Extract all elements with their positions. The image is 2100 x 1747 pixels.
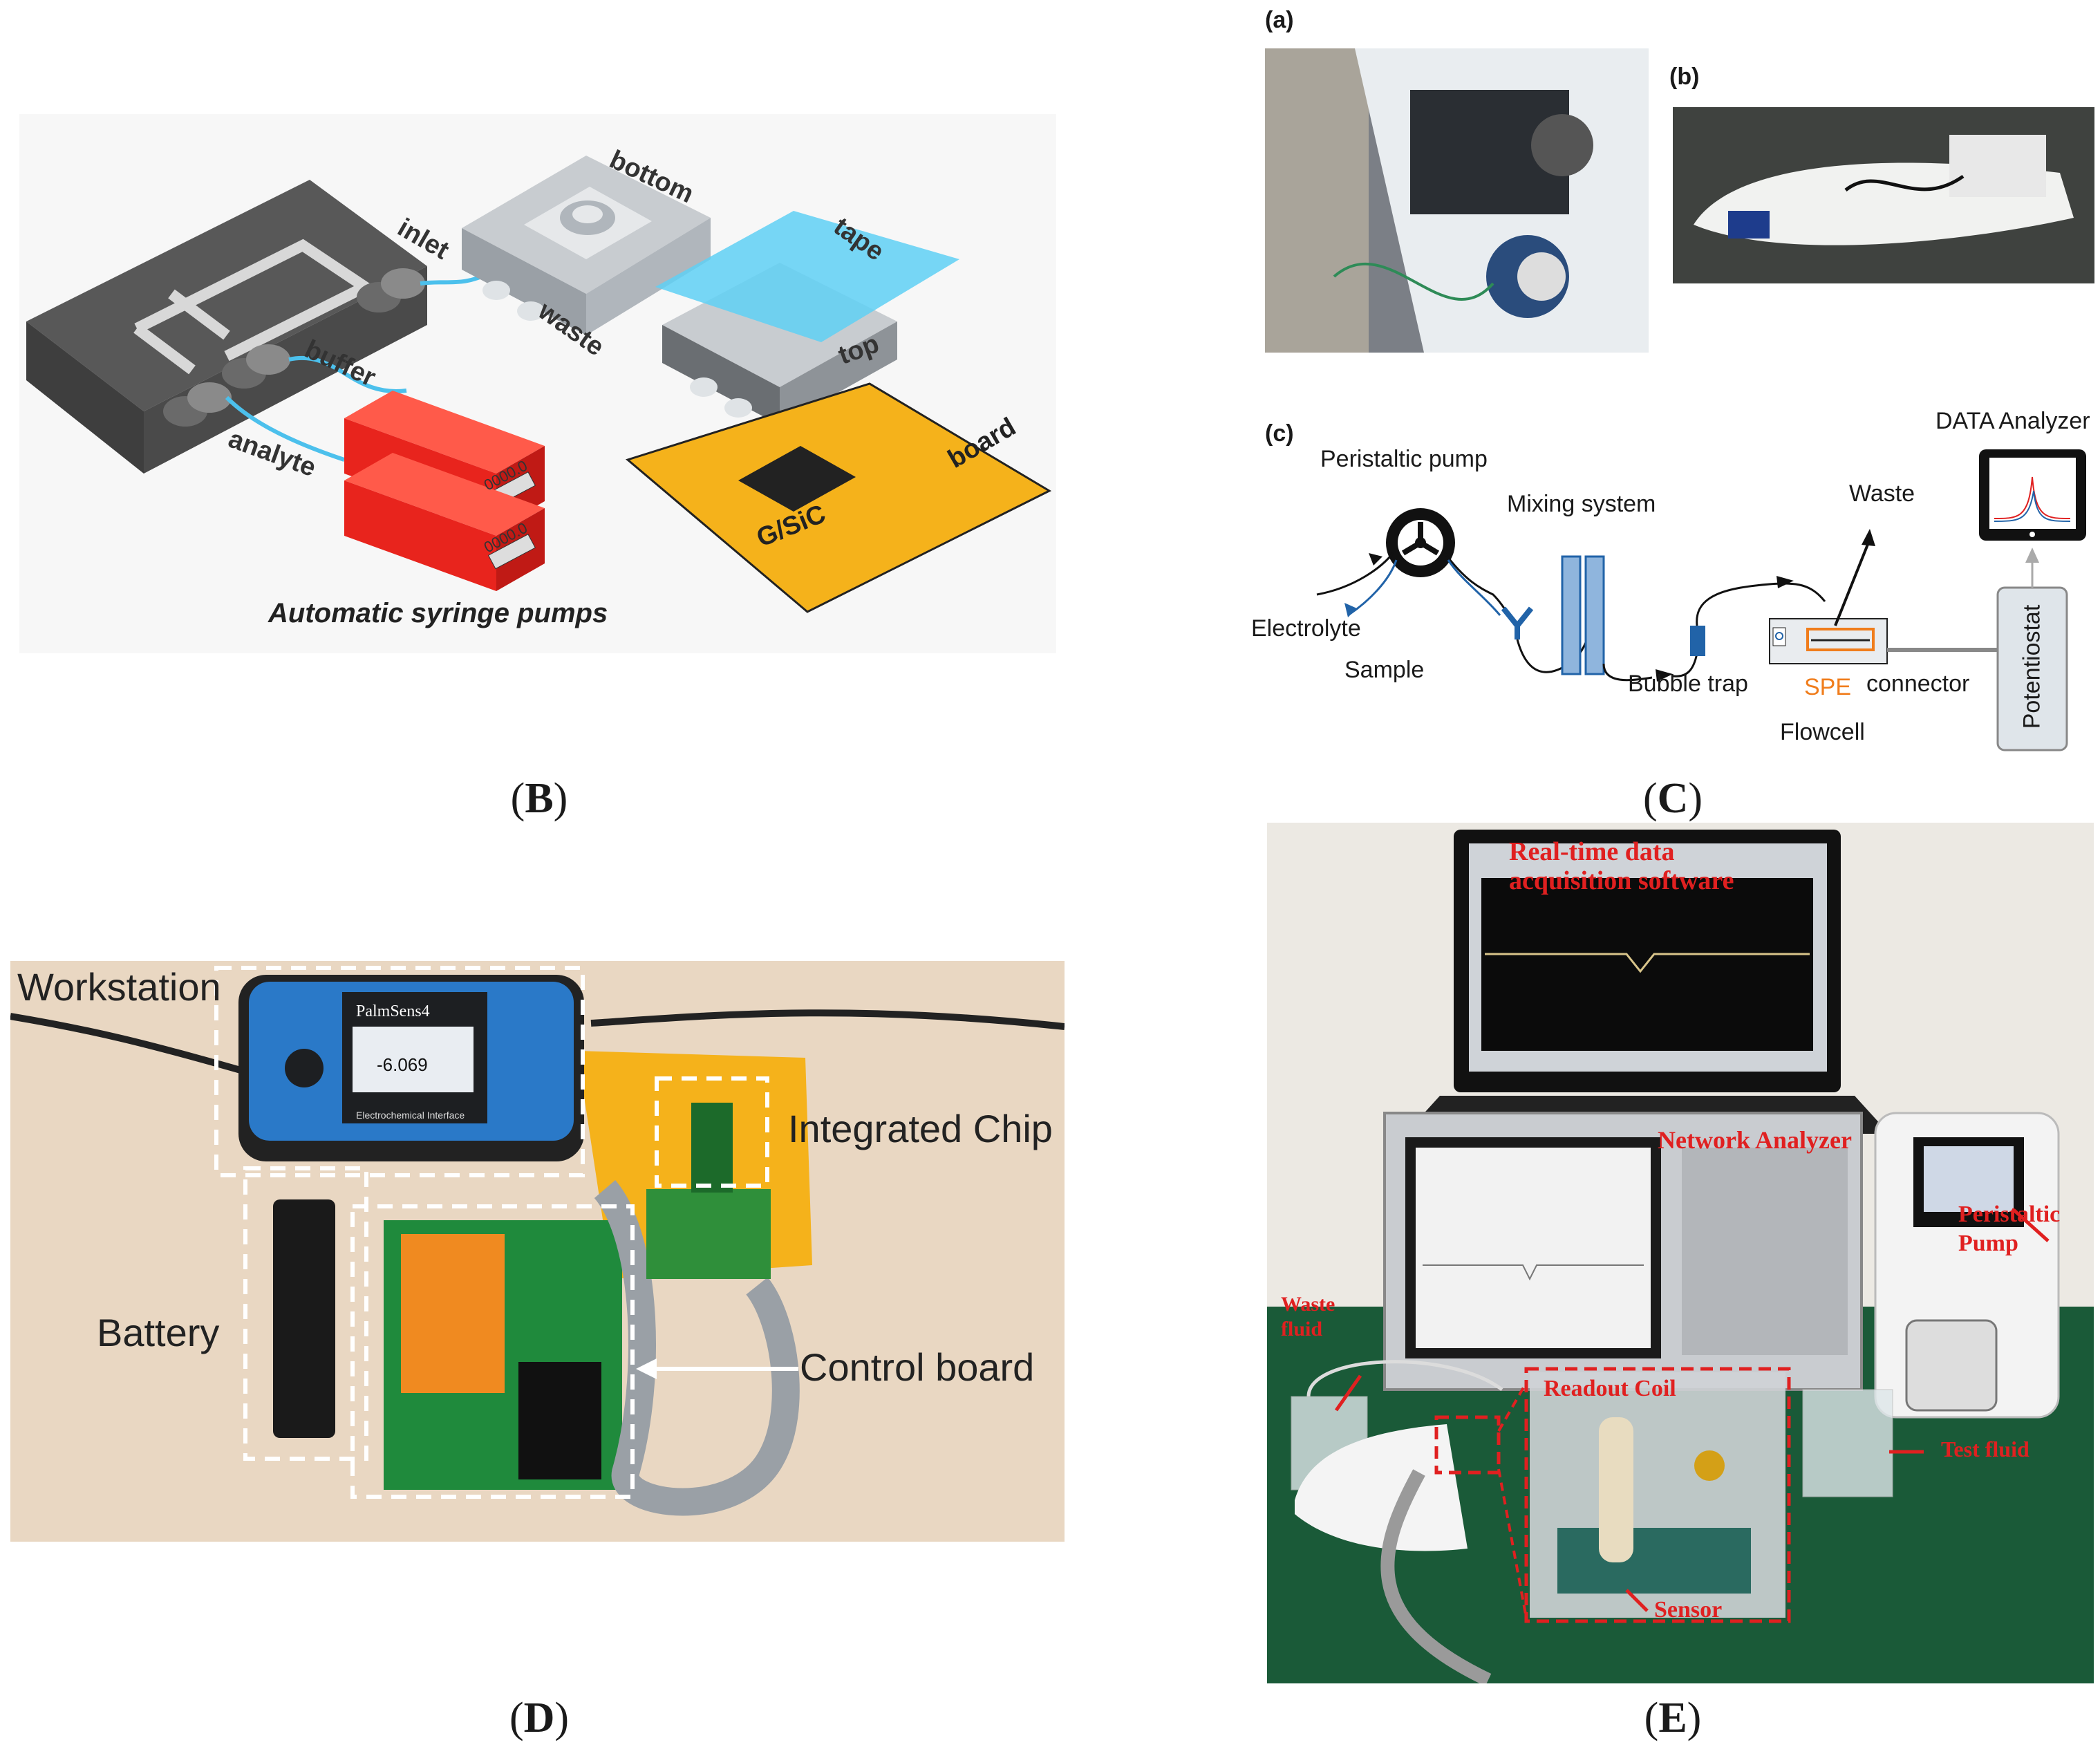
block-ports [163,268,425,427]
mixing-system-icon [1561,555,1605,675]
peristaltic-pump-icon [1386,508,1455,577]
label-control-board: Control board [800,1345,1035,1389]
dashed-box-workstation [214,966,585,1177]
panel-b-figure: bottom inlet waste tape top buffer analy… [19,114,1056,653]
label-electrolyte: Electrolyte [1251,615,1361,642]
label-readout-coil: Readout Coil [1544,1376,1676,1401]
sublabel-a: (a) [1265,7,1294,33]
caption-c: (C) [1642,775,1703,822]
caption-d: (D) [509,1694,570,1741]
label-sensor: Sensor [1654,1597,1723,1623]
dashed-box-control-board [350,1204,635,1499]
boat-photo-a [1265,48,1649,353]
label-software-line1: Real-time data [1509,837,1675,866]
label-potentiostat: Potentiostat [2018,604,2045,729]
label-peristaltic-line1: Peristaltic [1958,1202,2061,1227]
sublabel-c: (c) [1265,420,1294,447]
panel-b-illustration [19,114,1056,653]
caption-b: (B) [510,775,568,822]
label-data-analyzer: DATA Analyzer [1935,408,2090,434]
flowcell-bottom [462,156,711,335]
electrolyte-arrow-icon [1369,553,1382,566]
y-connector-icon [1501,606,1534,639]
dashed-box-integrated-chip [655,1076,769,1188]
panel-e-photo: Real-time data acquisition software Netw… [1267,823,2094,1683]
device-brand: PalmSens4 [356,1002,430,1020]
label-network-analyzer: Network Analyzer [1658,1126,1852,1154]
sample-arrow-icon [1344,603,1357,617]
label-flowcell: Flowcell [1780,719,1865,745]
microfluidic-block [26,180,427,474]
flowcell-icon [1769,618,1888,664]
label-mixing-system: Mixing system [1507,491,1656,517]
label-peristaltic-line2: Pump [1958,1231,2018,1256]
data-analyzer-tablet-icon [1979,449,2086,541]
label-waste-line2: fluid [1281,1318,1323,1340]
label-software-line2: acquisition software [1509,866,1734,895]
battery-pack [273,1199,335,1438]
tape-layer [655,211,959,342]
label-waste: Waste [1849,480,1915,507]
board-plate [625,382,1052,613]
label-workstation: Workstation [17,965,221,1009]
boat-photo-b [1673,107,2094,283]
test-beaker [1802,1389,1893,1497]
label-battery: Battery [97,1311,220,1354]
label-peristaltic-pump: Peristaltic pump [1320,446,1488,472]
dashed-box-sensor [1434,1415,1501,1475]
dashed-box-battery [243,1166,368,1461]
panel-c-schematic: Peristaltic pump Mixing system DATA Anal… [1244,387,2100,760]
caption-e: (E) [1644,1694,1702,1741]
label-bubble-trap: Bubble trap [1628,671,1748,697]
label-syringe-pumps: Automatic syringe pumps [268,598,608,628]
syringe-pump-lower [344,453,545,591]
label-waste-line1: Waste [1281,1293,1335,1316]
label-connector: connector [1866,671,1970,697]
label-sample: Sample [1344,657,1425,683]
dashed-box-readout [1524,1367,1791,1623]
device-reading: -6.069 [377,1054,428,1075]
label-spe: SPE [1804,674,1852,700]
control-board-arrow-icon [636,1358,657,1379]
gsic-chip [738,446,856,512]
label-integrated-chip: Integrated Chip [788,1107,1053,1150]
sublabel-b: (b) [1669,64,1700,90]
panel-d-photo: Workstation Integrated Chip Battery Cont… [10,961,1065,1542]
device-subtitle: Electrochemical Interface [356,1110,465,1121]
bubble-trap-icon [1690,626,1705,656]
label-test-fluid: Test fluid [1941,1437,2029,1461]
